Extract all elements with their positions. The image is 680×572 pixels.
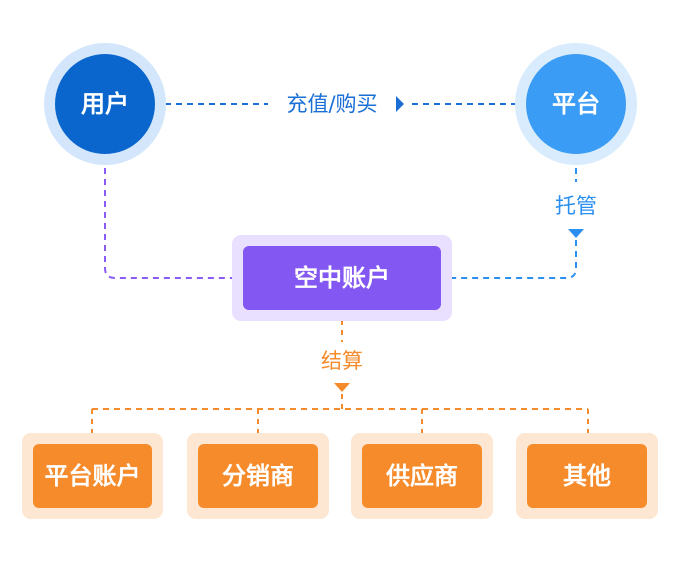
other-node: 其他 <box>516 433 658 519</box>
distributor-node: 分销商 <box>187 433 329 519</box>
custody-connector-bottom <box>442 240 577 279</box>
platform-label: 平台 <box>552 90 600 118</box>
user-label: 用户 <box>81 90 129 118</box>
settlement-label: 结算 <box>321 349 363 373</box>
platform-account-label: 平台账户 <box>45 462 141 490</box>
distributor-label: 分销商 <box>222 462 294 490</box>
recharge-arrow-icon <box>396 96 404 112</box>
other-label: 其他 <box>563 462 611 490</box>
escrow-account-node: 空中账户 <box>232 235 452 321</box>
user-escrow-connector <box>104 157 242 279</box>
recharge-purchase-label: 充值/购买 <box>286 92 377 116</box>
platform-node: 平台 <box>515 43 637 165</box>
supplier-label: 供应商 <box>385 462 458 490</box>
custody-label: 托管 <box>555 194 597 218</box>
settlement-arrow-icon <box>334 383 350 392</box>
platform-account-node: 平台账户 <box>22 433 163 519</box>
escrow-account-label: 空中账户 <box>294 264 390 292</box>
supplier-node: 供应商 <box>351 433 493 519</box>
user-node: 用户 <box>44 43 166 165</box>
custody-arrow-icon <box>568 229 584 238</box>
